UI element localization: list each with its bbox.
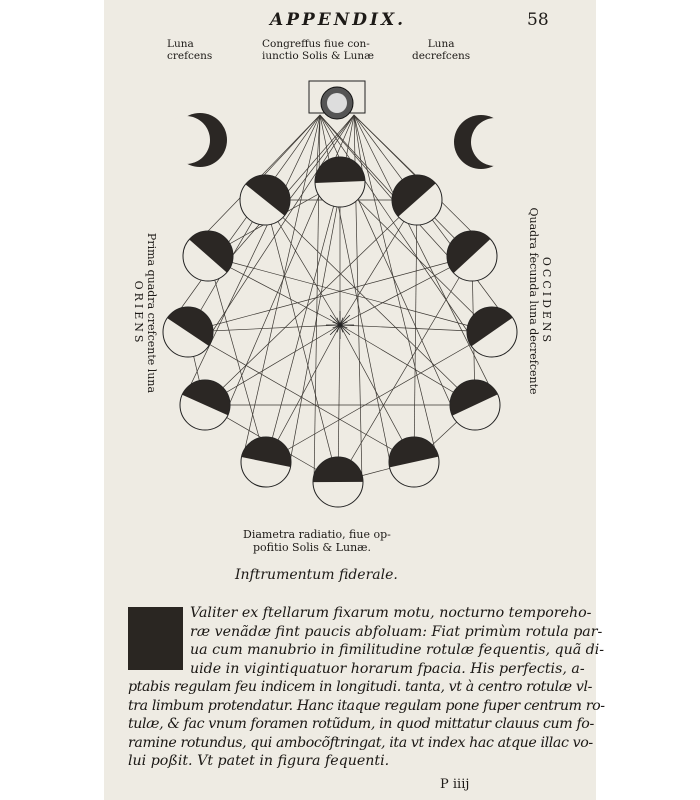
moon-phase-icon [314, 156, 366, 208]
moon-phase-icon [388, 436, 440, 488]
decorated-initial-q [128, 607, 183, 670]
text-line: tulæ, & fac vnum foramen rotũdum, in quo… [128, 716, 594, 732]
crescent-moon-face-right-icon [454, 115, 519, 169]
text-line: tra limbum protendatur. Hanc itaque regu… [128, 697, 605, 714]
diagram-caption: Diametra radiatio, fiue op-pofitio Solis… [243, 528, 391, 554]
text-line: ramine rotundus, qui ambocõftringat, ita… [128, 734, 593, 751]
moon-phase-icon [179, 379, 231, 431]
center-star-icon [326, 311, 354, 339]
text-line: ptabis regulam feu indicem in longitudi.… [128, 679, 592, 695]
signature-mark: P iiij [440, 777, 470, 792]
crescent-moon-face-left-icon [162, 113, 227, 167]
text-line: ræ venãdæ fint paucis abfoluam: Fiat pri… [190, 623, 603, 640]
moon-phase-icon [446, 230, 498, 282]
label-congressus: Congreffus fiue con-iunctio Solis & Lunæ [262, 38, 375, 62]
sun-icon [308, 80, 366, 120]
moon-phase-icon [312, 456, 364, 508]
text-line: lui poßit. Vt patet in figura fequenti. [128, 753, 390, 769]
moon-phase-icon [466, 306, 518, 358]
running-head: APPENDIX. [270, 10, 407, 30]
text-line: Valiter ex ftellarum fixarum motu, noctu… [190, 605, 592, 621]
text-line: ua cum manubrio in fimilitudine rotulæ f… [190, 642, 605, 658]
moon-phase-icon [162, 306, 214, 358]
body-text: Valiter ex ftellarum fixarum motu, noctu… [128, 604, 605, 771]
text-line: uide in vigintiquatuor horarum fpacia. H… [190, 660, 585, 677]
moon-phase-icon [449, 379, 501, 431]
moon-phase-icon [391, 174, 443, 226]
moon-phase-icon [240, 436, 292, 488]
figure-title: Inftrumentum fiderale. [235, 567, 398, 583]
page-number: 58 [527, 10, 549, 30]
moon-phase-icon [182, 230, 234, 282]
moon-phase-icon [239, 174, 291, 226]
